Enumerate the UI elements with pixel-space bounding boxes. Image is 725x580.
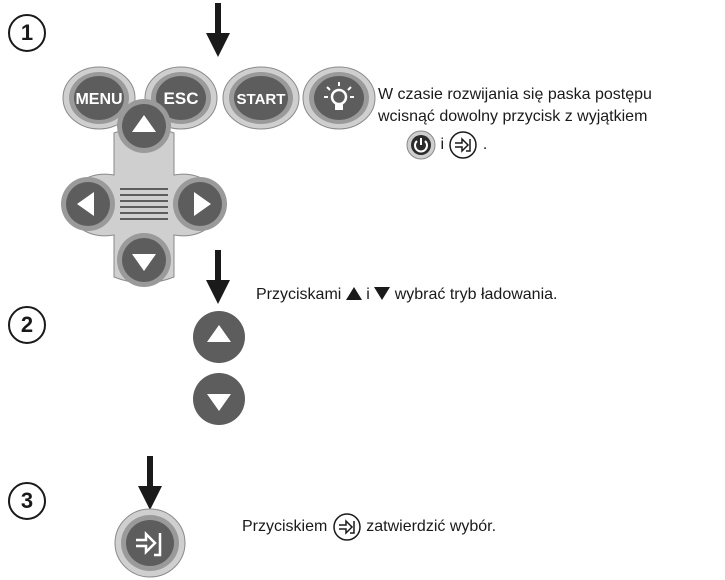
step-1-instruction-line3: i . bbox=[406, 130, 487, 160]
dpad-left-button[interactable] bbox=[60, 176, 116, 232]
up-triangle-icon bbox=[345, 287, 362, 300]
enter-icon bbox=[449, 131, 478, 159]
backlight-button[interactable] bbox=[302, 66, 376, 130]
light-bulb-icon bbox=[324, 82, 354, 110]
down-arrow-icon bbox=[206, 3, 230, 57]
left-arrow-icon bbox=[77, 192, 94, 216]
enter-button[interactable] bbox=[114, 508, 186, 578]
up-arrow-icon bbox=[132, 115, 156, 132]
dpad-center-lines bbox=[120, 188, 168, 220]
dpad-up-button[interactable] bbox=[116, 98, 172, 154]
step-1-number: 1 bbox=[8, 14, 46, 52]
up-button[interactable] bbox=[192, 310, 246, 364]
up-arrow-icon bbox=[207, 325, 231, 342]
enter-icon bbox=[333, 513, 361, 541]
dpad-down-button[interactable] bbox=[116, 232, 172, 288]
esc-button[interactable]: ESC bbox=[144, 66, 218, 130]
step-1-instruction-line2: wcisnąć dowolny przycisk z wyjątkiem bbox=[378, 108, 648, 125]
down-arrow-icon bbox=[206, 250, 230, 304]
menu-button-label: MENU bbox=[75, 91, 122, 108]
step-1-end: . bbox=[482, 136, 488, 154]
step-2-suffix: wybrać tryb ładowania. bbox=[394, 286, 558, 303]
step-2-sep: i bbox=[366, 286, 370, 303]
step-2-number: 2 bbox=[8, 306, 46, 344]
step-3-instruction: Przyciskiem zatwierdzić wybór. bbox=[242, 512, 496, 542]
step-3-number: 3 bbox=[8, 482, 46, 520]
start-button-label: START bbox=[237, 91, 286, 108]
down-arrow-icon bbox=[138, 456, 162, 510]
dpad-right-button[interactable] bbox=[172, 176, 228, 232]
down-triangle-icon bbox=[374, 287, 391, 300]
step-3-suffix: zatwierdzić wybór. bbox=[366, 518, 497, 536]
esc-button-label: ESC bbox=[164, 89, 199, 108]
down-arrow-icon bbox=[132, 254, 156, 271]
power-icon bbox=[406, 130, 436, 160]
start-button[interactable]: START bbox=[222, 66, 300, 130]
step-2-prefix: Przyciskami bbox=[256, 286, 342, 303]
step-1-sep: i bbox=[440, 136, 445, 154]
down-arrow-icon bbox=[207, 394, 231, 411]
step-1-instruction-line1: W czasie rozwijania się paska postępu bbox=[378, 86, 652, 103]
down-button[interactable] bbox=[192, 372, 246, 426]
enter-icon bbox=[136, 530, 162, 557]
step-3-prefix: Przyciskiem bbox=[242, 518, 328, 536]
right-arrow-icon bbox=[194, 192, 211, 216]
menu-button[interactable]: MENU bbox=[62, 66, 136, 130]
step-2-instruction: Przyciskami i wybrać tryb ładowania. bbox=[256, 284, 557, 306]
